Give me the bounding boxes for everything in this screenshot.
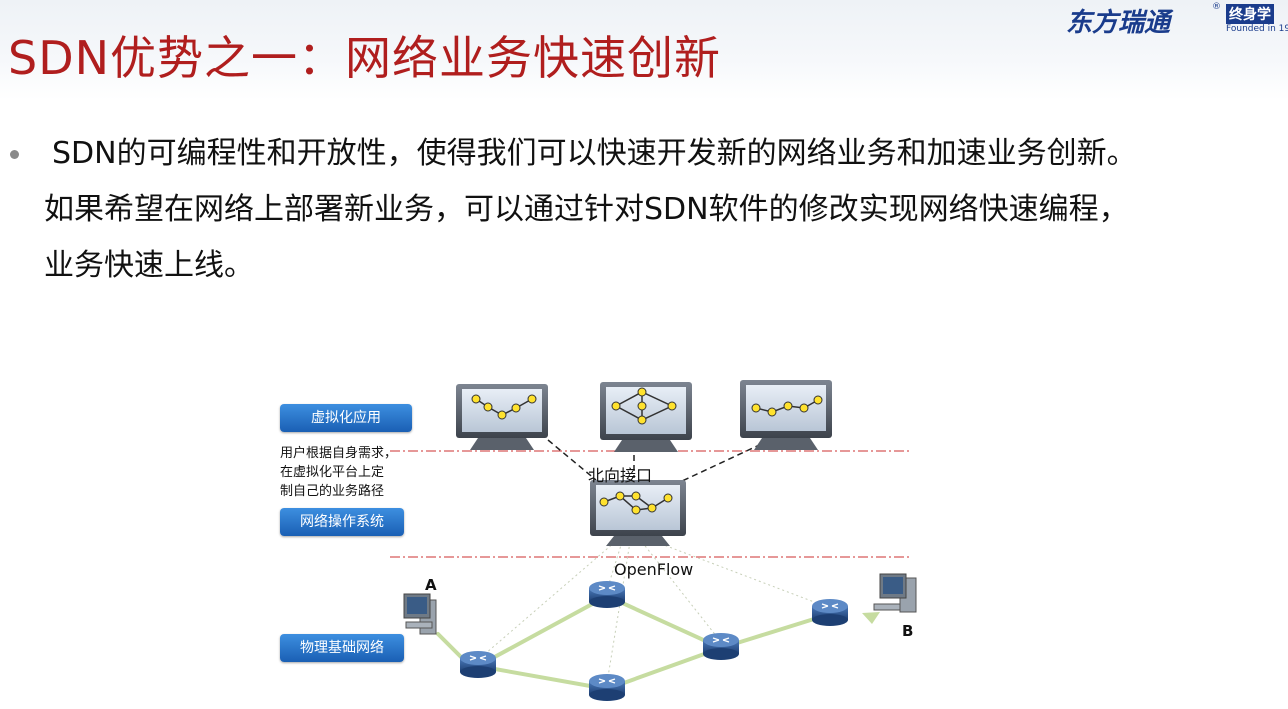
sdn-architecture-diagram: 虚拟化应用 用户根据自身需求， 在虚拟化平台上定 制自己的业务路径 网络操作系统… [270, 370, 930, 709]
router-4 [703, 633, 739, 660]
title-bar: SDN优势之一：网络业务快速创新 东方瑞通 ® 终身学 Founded in 1… [0, 0, 1288, 100]
note-line-1: 用户根据自身需求， [280, 446, 398, 461]
monitor-app-3 [740, 380, 832, 450]
monitor-controller [590, 480, 686, 546]
router-5 [812, 599, 848, 626]
note-line-2: 在虚拟化平台上定 [280, 465, 385, 480]
router-3 [589, 674, 625, 701]
link-to-host-b [862, 612, 880, 624]
bullet-line-2: 如果希望在网络上部署新业务，可以通过针对SDN软件的修改实现网络快速编程， [44, 192, 1129, 227]
note-line-3: 制自己的业务路径 [280, 484, 385, 499]
northbound-link-3 [679, 439, 771, 483]
openflow-label: OpenFlow [614, 560, 694, 579]
northbound-interface-label: 北向接口 [588, 466, 653, 485]
bullet-line-1: SDN的可编程性和开放性，使得我们可以快速开发新的网络业务和加速业务创新。 [52, 136, 1137, 171]
physical-network-layer-button: 物理基础网络 [280, 634, 404, 662]
router-1 [460, 651, 496, 678]
router-2 [589, 581, 625, 608]
host-b-label: B [902, 622, 914, 640]
bullet-paragraph: SDN的可编程性和开放性，使得我们可以快速开发新的网络业务和加速业务创新。 如果… [44, 126, 1274, 294]
northbound-link-1 [547, 439, 597, 481]
company-logo: 东方瑞通 ® 终身学 Founded in 19 [1066, 2, 1288, 42]
slide-title: SDN优势之一：网络业务快速创新 [8, 31, 722, 85]
diagram-graphics [390, 380, 917, 701]
monitor-app-1 [456, 384, 548, 450]
network-os-layer-button: 网络操作系统 [280, 508, 404, 536]
host-b-computer-icon [873, 573, 917, 613]
bullet-line-3: 业务快速上线。 [44, 248, 254, 283]
physical-links [436, 594, 832, 691]
virtual-app-layer-button: 虚拟化应用 [280, 404, 412, 432]
logo-sub-text: 终身学 [1226, 4, 1274, 24]
bullet-icon [10, 150, 19, 159]
router-icons [460, 581, 848, 701]
logo-founded-text: Founded in 19 [1226, 24, 1288, 34]
logo-registered-mark: ® [1212, 2, 1221, 12]
host-a-label: A [425, 576, 437, 594]
monitor-app-2 [600, 382, 692, 452]
layer-note: 用户根据自身需求， 在虚拟化平台上定 制自己的业务路径 [280, 444, 420, 501]
logo-main-text: 东方瑞通 [1066, 8, 1171, 38]
host-a-computer-icon [403, 593, 437, 635]
